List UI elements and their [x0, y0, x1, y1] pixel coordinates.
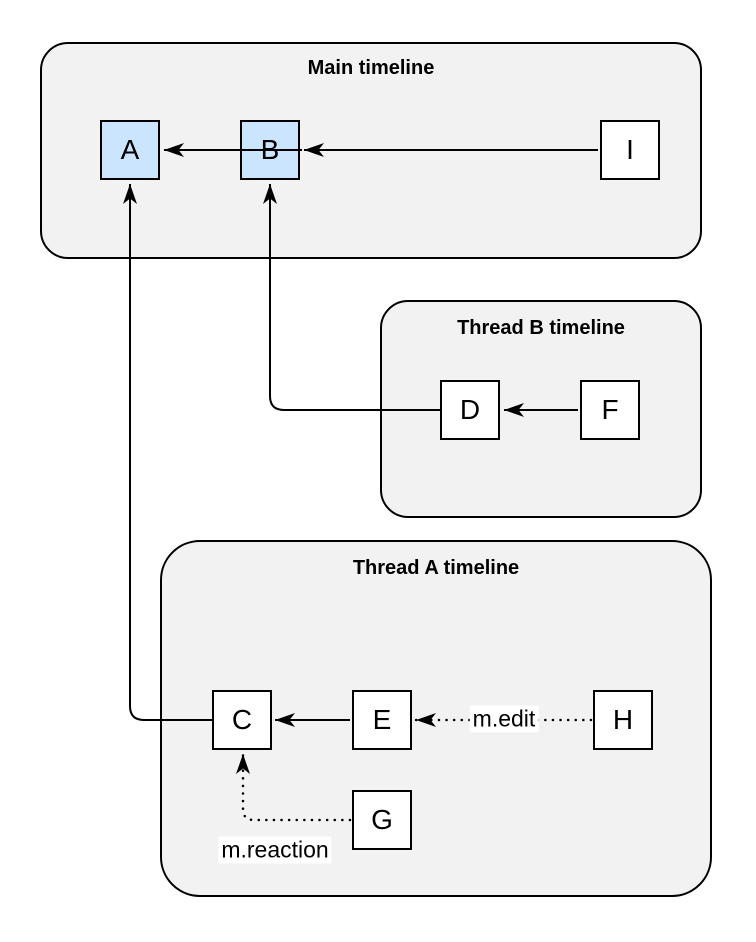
node-label-b: B [260, 134, 280, 165]
node-event-c: C [212, 690, 272, 750]
node-event-a: A [100, 120, 160, 180]
node-event-g: G [352, 790, 412, 850]
node-label-d: D [459, 394, 481, 425]
edge-label-m-reaction: m.reaction [218, 836, 332, 864]
node-event-f: F [580, 380, 640, 440]
edge-label-m-edit: m.edit [469, 705, 539, 733]
node-event-i: I [600, 120, 660, 180]
node-event-h: H [593, 690, 653, 750]
container-title-main: Main timeline [307, 57, 435, 79]
node-event-e: E [352, 690, 412, 750]
container-title-thread-b: Thread B timeline [457, 317, 625, 339]
node-label-h: H [612, 704, 634, 735]
node-label-i: I [626, 134, 634, 165]
node-label-g: G [371, 804, 393, 835]
container-title-thread-a: Thread A timeline [352, 557, 520, 579]
node-event-b: B [240, 120, 300, 180]
node-label-a: A [120, 134, 140, 165]
node-label-e: E [372, 704, 392, 735]
node-label-f: F [601, 394, 619, 425]
node-label-c: C [231, 704, 253, 735]
node-event-d: D [440, 380, 500, 440]
container-thread-b-timeline: Thread B timeline [380, 300, 702, 518]
